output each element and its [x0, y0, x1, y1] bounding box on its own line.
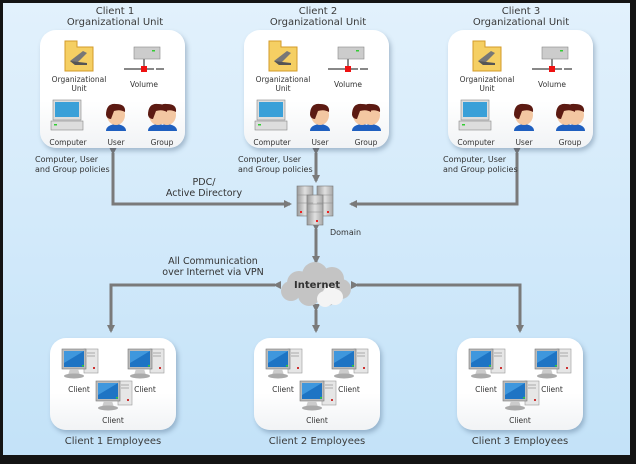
ou-title: Client 3 Organizational Unit	[446, 6, 596, 28]
client-computer-icon[interactable]	[298, 379, 338, 415]
employees-title-1: Client 1 Employees	[64, 436, 162, 447]
internet-label: Internet	[293, 280, 340, 291]
policies-note-line2: and Group policies	[35, 165, 110, 174]
client-computer-icon[interactable]	[126, 347, 166, 383]
user-label: User	[515, 138, 533, 147]
group-label: Group	[558, 138, 582, 147]
volume-icon[interactable]	[122, 45, 166, 79]
ou-label-line2: Unit	[479, 84, 495, 93]
organizational-unit-icon[interactable]	[471, 39, 503, 77]
client-label: Client	[68, 385, 90, 394]
ou-title-line2: Organizational Unit	[66, 17, 164, 28]
client-label: Client	[338, 385, 360, 394]
ou-label-line2: Unit	[275, 84, 291, 93]
ou-label-line1: Organizational	[51, 75, 107, 84]
ou-label-line1: Organizational	[459, 75, 515, 84]
user-label: User	[107, 138, 125, 147]
pdc-note-line1: PDC/	[192, 177, 216, 188]
volume-label: Volume	[334, 80, 362, 89]
connector-ou3-domain	[349, 147, 521, 208]
policies-note-line2: and Group policies	[238, 165, 313, 174]
client-computer-icon[interactable]	[330, 347, 370, 383]
pdc-note: PDC/ Active Directory	[163, 177, 245, 199]
policies-note-3: Computer, User and Group policies	[443, 155, 518, 175]
connector-ou1-domain	[109, 147, 292, 208]
client-computer-icon[interactable]	[501, 379, 541, 415]
policies-note-line1: Computer, User	[443, 155, 507, 164]
employees-title-2: Client 2 Employees	[268, 436, 366, 447]
volume-icon[interactable]	[530, 45, 574, 79]
ou-title-line1: Client 1	[95, 6, 135, 17]
client-label: Client	[509, 416, 531, 425]
computer-icon[interactable]	[254, 99, 288, 135]
group-icon[interactable]	[348, 101, 384, 137]
client-label: Client	[541, 385, 563, 394]
diagram-canvas: Client 1 Organizational Unit Client 2 Or…	[3, 3, 630, 455]
group-label: Group	[150, 138, 174, 147]
user-icon[interactable]	[102, 101, 130, 137]
client-computer-icon[interactable]	[264, 347, 304, 383]
group-icon[interactable]	[144, 101, 180, 137]
connector-internet-emp1	[107, 281, 281, 333]
policies-note-line1: Computer, User	[238, 155, 302, 164]
policies-note-line2: and Group policies	[443, 165, 518, 174]
group-label: Group	[354, 138, 378, 147]
volume-icon[interactable]	[326, 45, 370, 79]
user-label: User	[311, 138, 329, 147]
client-label: Client	[306, 416, 328, 425]
connectors	[107, 147, 524, 333]
pdc-note-line2: Active Directory	[165, 188, 243, 199]
ou-title-line2: Organizational Unit	[472, 17, 570, 28]
client-computer-icon[interactable]	[533, 347, 573, 383]
organizational-unit-icon[interactable]	[267, 39, 299, 77]
user-icon[interactable]	[306, 101, 334, 137]
client-label: Client	[102, 416, 124, 425]
client-label: Client	[272, 385, 294, 394]
client-computer-icon[interactable]	[94, 379, 134, 415]
vpn-note: All Communication over Internet via VPN	[153, 256, 273, 278]
ou-title-line1: Client 3	[501, 6, 541, 17]
computer-label: Computer	[253, 138, 291, 147]
employees-title-3: Client 3 Employees	[471, 436, 569, 447]
vpn-note-line1: All Communication	[168, 256, 258, 267]
client-computer-icon[interactable]	[60, 347, 100, 383]
client-label: Client	[475, 385, 497, 394]
volume-label: Volume	[130, 80, 158, 89]
policies-note-2: Computer, User and Group policies	[238, 155, 313, 175]
user-icon[interactable]	[510, 101, 538, 137]
ou-label-line1: Organizational	[255, 75, 311, 84]
volume-label: Volume	[538, 80, 566, 89]
group-icon[interactable]	[552, 101, 588, 137]
policies-note-1: Computer, User and Group policies	[35, 155, 110, 175]
client-computer-icon[interactable]	[467, 347, 507, 383]
ou-title-line2: Organizational Unit	[269, 17, 367, 28]
domain-server-icon[interactable]	[295, 183, 337, 227]
computer-label: Computer	[49, 138, 87, 147]
ou-title-line1: Client 2	[298, 6, 338, 17]
connector-internet-emp3	[351, 281, 524, 333]
domain-label: Domain	[330, 228, 362, 237]
ou-label-line2: Unit	[71, 84, 87, 93]
organizational-unit-icon[interactable]	[63, 39, 95, 77]
vpn-note-line2: over Internet via VPN	[162, 267, 264, 278]
client-label: Client	[134, 385, 156, 394]
computer-icon[interactable]	[50, 99, 84, 135]
ou-title: Client 1 Organizational Unit	[40, 6, 190, 28]
policies-note-line1: Computer, User	[35, 155, 99, 164]
computer-icon[interactable]	[458, 99, 492, 135]
ou-title: Client 2 Organizational Unit	[243, 6, 393, 28]
internet-cloud-icon[interactable]	[277, 261, 357, 311]
computer-label: Computer	[457, 138, 495, 147]
